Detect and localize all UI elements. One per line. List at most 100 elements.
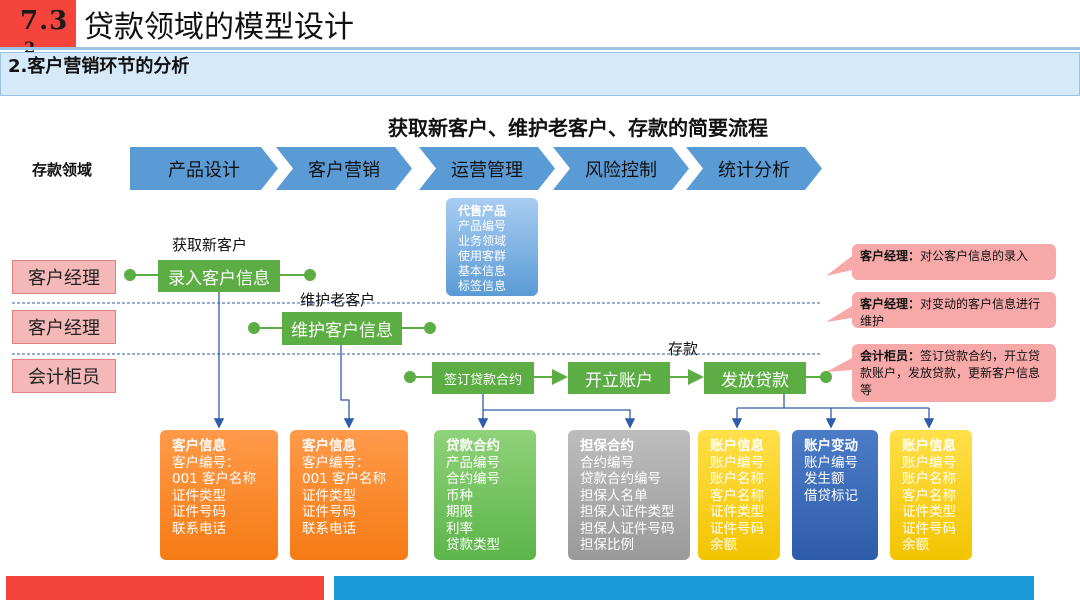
flow-dot xyxy=(404,371,416,383)
card-field: 001 客户名称 xyxy=(172,471,257,487)
card-account-change: 账户变动 账户编号 发生额 借贷标记 xyxy=(792,430,878,560)
flow-dot xyxy=(820,371,832,383)
promo-item: 标签信息 xyxy=(458,279,507,293)
note-account-manager-entry: 客户经理：对公客户信息的录入 xyxy=(852,244,1056,280)
section-number: 7.3 xyxy=(20,6,69,36)
card-field: 担保人名单 xyxy=(580,487,648,504)
note-text: 对公客户信息的录入 xyxy=(920,249,1029,263)
role-account-manager-2: 客户经理 xyxy=(12,310,116,344)
card-customer-info-1: 客户信息 客户编号： 001 客户名称 证件类型 证件号码 联系电话 xyxy=(160,430,278,560)
card-field: 担保比例 xyxy=(580,537,634,553)
promo-item: 业务领域 xyxy=(458,234,507,248)
stage-product-design: 产品设计 xyxy=(130,147,278,190)
card-title: 账户信息 xyxy=(902,438,956,454)
card-loan-contract: 贷款合约 产品编号 合约编号 币种 期限 利率 贷款类型 xyxy=(434,430,536,560)
note-account-manager-maintain: 客户经理：对变动的客户信息进行维护 xyxy=(852,292,1056,328)
card-field: 期限 xyxy=(446,504,473,520)
card-field: 证件号码 xyxy=(302,504,356,520)
card-field: 账户编号 xyxy=(902,454,956,471)
role-teller: 会计柜员 xyxy=(12,359,116,393)
card-field: 借贷标记 xyxy=(804,487,858,504)
card-customer-info-2: 客户信息 客户编号： 001 客户名称 证件类型 证件号码 联系电话 xyxy=(290,430,408,560)
card-field: 贷款类型 xyxy=(446,537,500,553)
note-role: 客户经理： xyxy=(860,297,921,311)
stage-operations: 运营管理 xyxy=(419,147,555,190)
note-text: 签订贷款合约，开立贷款账户，发放贷款，更新客户信息等 xyxy=(860,349,1041,397)
role-account-manager-1: 客户经理 xyxy=(12,260,116,294)
card-field: 001 客户名称 xyxy=(302,471,387,487)
card-field: 证件类型 xyxy=(902,504,956,520)
lane-label-new-customer: 获取新客户 xyxy=(172,236,248,254)
card-title: 客户信息 xyxy=(302,438,356,454)
domain-label: 存款领域 xyxy=(32,161,93,179)
stage-risk-control: 风险控制 xyxy=(553,147,689,190)
step-enter-customer-info: 录入客户信息 xyxy=(158,260,280,292)
card-field: 账户名称 xyxy=(902,471,956,487)
card-field: 贷款合约编号 xyxy=(580,471,661,487)
card-field: 客户编号： xyxy=(302,454,370,471)
step-maintain-customer-info: 维护客户信息 xyxy=(282,312,402,345)
card-title: 客户信息 xyxy=(172,438,226,454)
lane-label-deposit: 存款 xyxy=(668,340,699,358)
lane-label-maintain-customer: 维护老客户 xyxy=(300,291,376,309)
card-field: 证件号码 xyxy=(710,520,764,537)
card-field: 客户编号： xyxy=(172,454,240,471)
card-account-info-1: 账户信息 账户编号 账户名称 客户名称 证件类型 证件号码 余额 xyxy=(698,430,780,560)
note-text: 对变动的客户信息进行维护 xyxy=(860,297,1041,328)
stage-statistics: 统计分析 xyxy=(686,147,822,190)
card-title: 贷款合约 xyxy=(446,438,500,454)
page-title: 贷款领域的模型设计 xyxy=(84,10,354,45)
card-field: 发生额 xyxy=(804,471,845,487)
note-teller: 会计柜员：签订贷款合约，开立贷款账户，发放贷款，更新客户信息等 xyxy=(852,344,1056,402)
card-field: 账户名称 xyxy=(710,471,764,487)
subtitle-banner xyxy=(0,52,1080,96)
stage-customer-marketing: 客户营销 xyxy=(276,147,412,190)
card-field: 合约编号 xyxy=(580,454,634,471)
card-field: 担保人证件类型 xyxy=(580,504,675,520)
subtitle: 2.客户营销环节的分析 xyxy=(8,56,190,77)
footer-bar-red xyxy=(6,576,324,600)
card-field: 证件类型 xyxy=(302,487,356,504)
flow-dot xyxy=(424,322,436,334)
card-field: 联系电话 xyxy=(172,520,226,537)
note-role: 会计柜员： xyxy=(860,349,921,363)
card-account-info-2: 账户信息 账户编号 账户名称 客户名称 证件类型 证件号码 余额 xyxy=(890,430,972,560)
card-field: 余额 xyxy=(902,537,929,553)
card-field: 证件类型 xyxy=(172,487,226,504)
card-field: 担保人证件号码 xyxy=(580,520,675,537)
promo-item: 产品编号 xyxy=(458,219,507,233)
card-field: 证件类型 xyxy=(710,504,764,520)
card-field: 产品编号 xyxy=(446,454,500,471)
flow-title: 获取新客户、维护老客户、存款的简要流程 xyxy=(388,116,768,140)
flow-dot xyxy=(124,269,136,281)
card-field: 账户编号 xyxy=(804,454,858,471)
card-field: 利率 xyxy=(446,520,473,537)
card-title: 账户信息 xyxy=(710,438,764,454)
note-role: 客户经理： xyxy=(860,249,921,263)
step-issue-loan: 发放贷款 xyxy=(704,362,806,394)
card-field: 币种 xyxy=(446,487,473,504)
step-open-account: 开立账户 xyxy=(568,362,670,394)
promo-item: 基本信息 xyxy=(458,264,507,278)
step-sign-loan-contract: 签订贷款合约 xyxy=(432,362,534,394)
flow-dot xyxy=(304,269,316,281)
card-field: 余额 xyxy=(710,537,737,553)
card-title: 担保合约 xyxy=(580,438,634,454)
title-divider xyxy=(0,47,1080,50)
card-field: 客户名称 xyxy=(710,487,764,504)
card-field: 证件号码 xyxy=(902,520,956,537)
footer-bar-blue xyxy=(334,576,1034,600)
promo-products-card: 代售产品 产品编号 业务领域 使用客群 基本信息 标签信息 xyxy=(446,198,538,296)
promo-title: 代售产品 xyxy=(458,204,507,218)
card-field: 证件号码 xyxy=(172,504,226,520)
promo-item: 使用客群 xyxy=(458,249,507,263)
card-field: 联系电话 xyxy=(302,520,356,537)
flow-dot xyxy=(248,322,260,334)
card-field: 账户编号 xyxy=(710,454,764,471)
section-badge xyxy=(0,0,76,48)
card-title: 账户变动 xyxy=(804,438,858,454)
card-field: 合约编号 xyxy=(446,471,500,487)
card-field: 客户名称 xyxy=(902,487,956,504)
card-guarantee-contract: 担保合约 合约编号 贷款合约编号 担保人名单 担保人证件类型 担保人证件号码 担… xyxy=(568,430,690,560)
